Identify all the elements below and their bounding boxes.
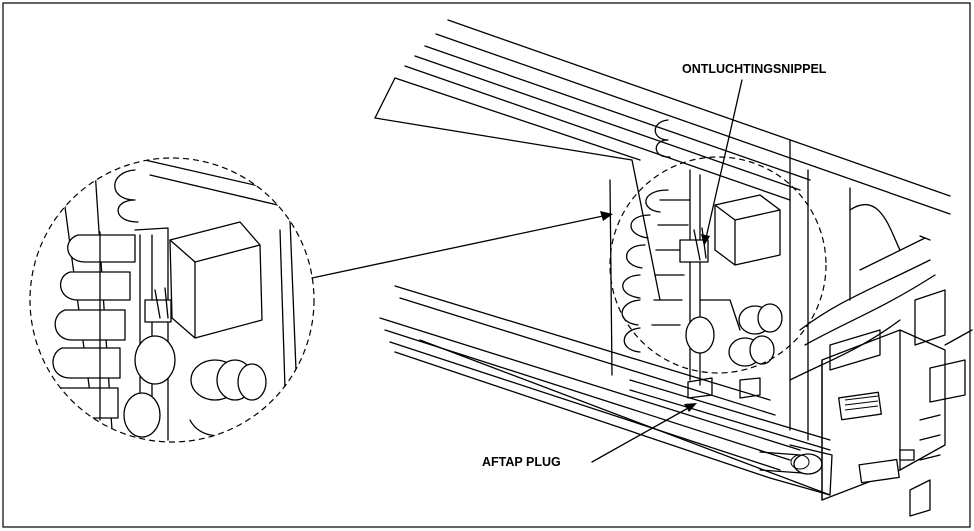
coil-hairpins <box>621 119 783 399</box>
unit-housing <box>374 19 973 517</box>
bleed-nipple-label: ONTLUCHTINGSNIPPEL <box>682 62 827 76</box>
bleed-nipple-callout: ONTLUCHTINGSNIPPEL <box>682 62 827 246</box>
zoom-arrow <box>311 211 613 279</box>
detail-marker-circle <box>609 156 827 374</box>
drain-plug-callout: AFTAP PLUG <box>482 403 697 469</box>
drain-plug-label: AFTAP PLUG <box>482 455 561 469</box>
zoom-detail <box>29 157 315 443</box>
